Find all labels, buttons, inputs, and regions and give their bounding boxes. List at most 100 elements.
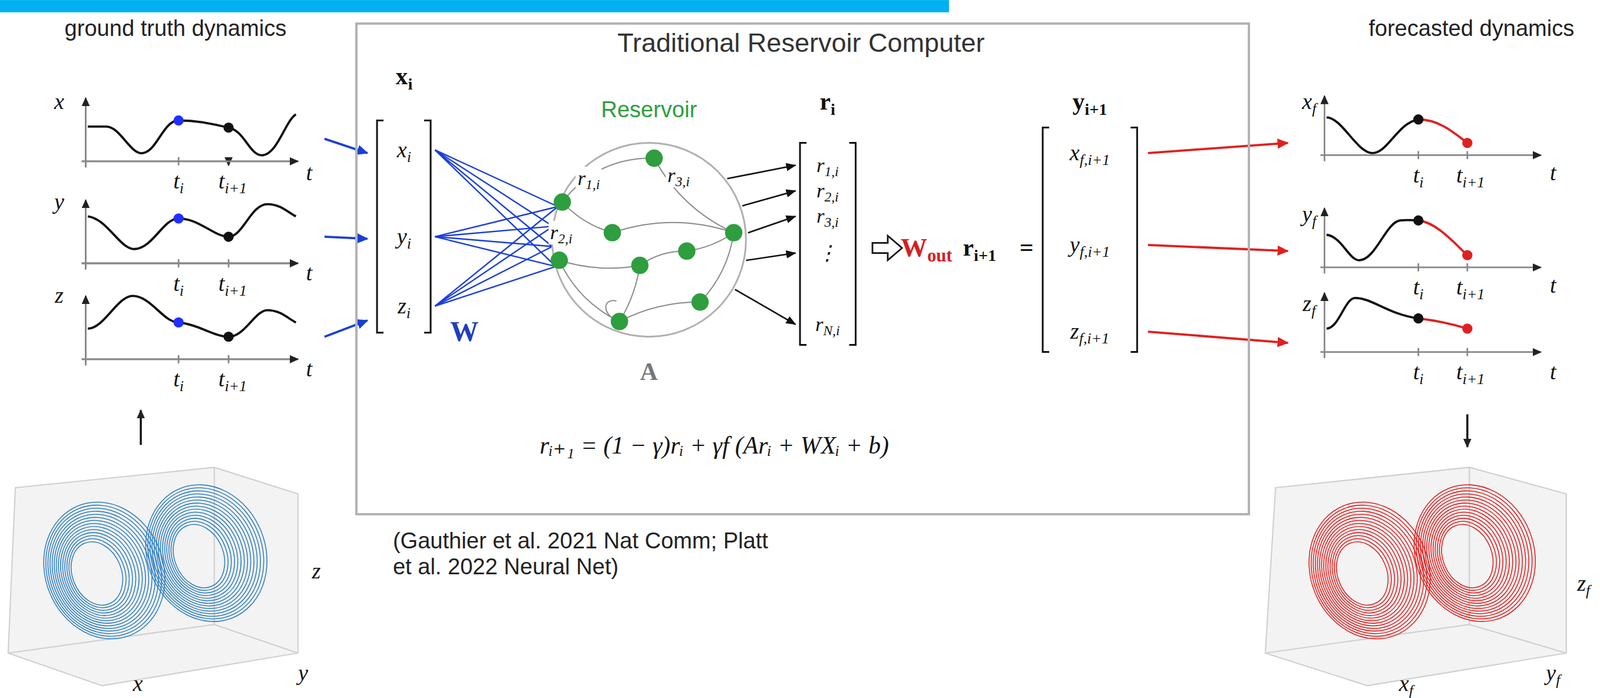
subscript: 3,i (824, 214, 839, 230)
vector-entry: r3,i (665, 163, 692, 188)
box-title: Traditional Reservoir Computer (617, 27, 985, 59)
attractor-loop (1393, 466, 1556, 641)
vector-entry: ⋮ (815, 241, 840, 266)
math-label: x (54, 88, 65, 115)
math-label: xf (1301, 88, 1317, 115)
subscript: i (407, 235, 412, 253)
reservoir-link (619, 265, 640, 322)
attractor-loop (41, 507, 161, 638)
citation: (Gauthier et al. 2021 Nat Comm; Platt et… (392, 528, 776, 581)
math-label: ti (173, 366, 184, 393)
readout-arrow (726, 165, 796, 180)
subscript: i (407, 147, 412, 165)
math-label: ti (173, 270, 184, 297)
input-weight-line (434, 226, 553, 237)
input-weight-line (434, 150, 558, 207)
math-label: yf,i+1 (1069, 232, 1110, 259)
subscript: i+1 (1462, 285, 1486, 303)
attractor-loop (1306, 507, 1427, 638)
vector-entry: r2,i (814, 179, 841, 203)
input-curves (87, 114, 296, 337)
vector-entry: r2,i (548, 220, 575, 245)
attractor-loop (1411, 489, 1532, 620)
attractor-loop (131, 474, 279, 634)
subscript: f (1311, 302, 1316, 320)
input-weight-line (434, 226, 553, 306)
attractor-loop (143, 489, 263, 620)
bracket (377, 120, 431, 333)
state-vector: rir1,ir2,ir3,i⋮rN,i (798, 83, 858, 347)
reservoir-link (562, 157, 654, 203)
caption-text: ground truth dynamics (64, 15, 287, 42)
readout-arrow (745, 253, 796, 261)
connector (726, 165, 796, 325)
subscript: i+1 (973, 245, 997, 264)
math-label: y (298, 660, 309, 687)
reservoir-unit (553, 193, 571, 211)
math-label: x (132, 670, 143, 697)
math-label: ti+1 (1456, 162, 1485, 189)
reservoir-unit (725, 223, 743, 241)
reservoir-link (699, 232, 734, 303)
subscript: i (406, 303, 411, 322)
subscript: f (1311, 100, 1317, 118)
reservoir-unit (630, 256, 649, 274)
reservoir-unit (550, 251, 568, 269)
output-plots (1320, 96, 1541, 359)
math-label: t (306, 160, 313, 187)
vector-name: ri (820, 87, 836, 117)
bracket (800, 142, 856, 345)
subscript: i+1 (1084, 100, 1107, 119)
input-weight-line (434, 206, 558, 307)
reservoir-link (559, 260, 620, 322)
reservoir-outline (551, 142, 746, 337)
attractor-loop (1303, 503, 1430, 641)
math-label: xf (1399, 670, 1414, 697)
input-plots (81, 97, 299, 366)
math-label: t (1549, 359, 1557, 386)
vector-entry: r3,i (814, 204, 841, 228)
math-label: zi (397, 293, 411, 320)
subscript: i+1 (224, 179, 247, 197)
reservoir-unit (691, 293, 709, 311)
reservoir-graph (549, 91, 750, 388)
subscript: i (407, 74, 413, 93)
subscript: out (927, 245, 953, 266)
reservoir-label: Reservoir (600, 97, 697, 124)
update-equation: rᵢ₊₁ = (1 − γ)rᵢ + γf (Arᵢ + WXᵢ + b) (539, 431, 889, 461)
weight-label: W (448, 315, 481, 349)
readout-arrow (735, 289, 796, 325)
title-bar (0, 0, 950, 13)
output-arrows (1148, 143, 1288, 343)
input-arrows (324, 139, 368, 337)
math-label: ti+1 (1456, 359, 1485, 386)
attractor-loop (1408, 486, 1535, 624)
subscript: i (179, 179, 184, 197)
subscript: i+1 (224, 377, 247, 395)
readout-arrow (742, 190, 796, 206)
output-curves (1326, 114, 1473, 334)
vector-name: yi+1 (1072, 87, 1107, 117)
reservoir-unit (603, 223, 621, 241)
reservoir-link (612, 222, 734, 233)
attractor-loop (32, 495, 173, 648)
math-label: t (306, 356, 313, 383)
math-label: xf,i+1 (1069, 140, 1110, 167)
state-vector: yi+1xf,i+1yf,i+1zf,i+1 (1040, 83, 1139, 347)
subscript: 1,i (585, 176, 600, 193)
math-label: ti+1 (218, 270, 247, 297)
math-label: ti+1 (1456, 275, 1485, 302)
math-label: ti (173, 168, 184, 195)
reservoir-unit (610, 312, 628, 330)
attractor-loop (1399, 474, 1547, 634)
vector-brackets (1040, 83, 1139, 347)
math-label: ti (1413, 275, 1424, 302)
subscript: f (1585, 582, 1590, 600)
input-weight-line (434, 150, 553, 227)
subscript: i+1 (1462, 370, 1486, 388)
math-label: z (312, 558, 322, 585)
vector-name: xi (395, 62, 413, 91)
subscript: f (1311, 212, 1317, 230)
subscript: i+1 (1462, 173, 1486, 191)
